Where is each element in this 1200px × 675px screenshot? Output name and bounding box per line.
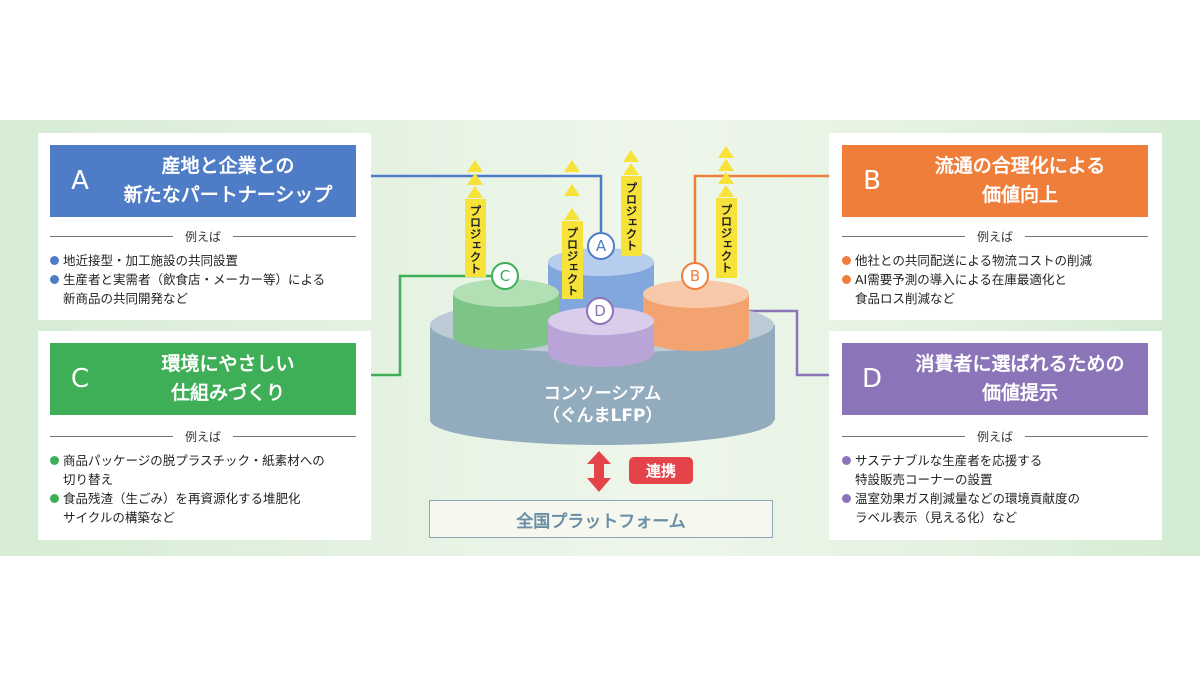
list-item-continuation: 特設販売コーナーの設置 <box>855 472 993 487</box>
card-c-letter: C <box>70 364 90 394</box>
card-a-letter: A <box>71 166 89 196</box>
card-c-title-line2: 仕組みづくり <box>170 382 285 404</box>
list-item: 地近接型・加工施設の共同設置 <box>50 251 360 270</box>
node-circle-c <box>491 262 519 290</box>
list-item-continuation: 切り替え <box>63 472 114 487</box>
node-circle-a <box>587 232 615 260</box>
card-d-example-label: 例えば <box>977 430 1014 444</box>
card-a-example-label: 例えば <box>185 230 222 244</box>
card-a-example-heading: 例えば <box>50 228 357 245</box>
project-arrows <box>465 146 737 299</box>
divider <box>842 436 965 437</box>
national-platform-box: 全国プラットフォーム <box>429 500 773 538</box>
list-item: 商品パッケージの脱プラスチック・紙素材への <box>50 451 366 470</box>
card-b-letter: B <box>863 166 881 196</box>
divider <box>50 436 173 437</box>
card-d-title-line1: 消費者に選ばれるための <box>915 353 1125 375</box>
consortium-subname: （ぐんまLFP） <box>542 406 663 426</box>
node-circle-b <box>681 262 709 290</box>
list-item-continuation: 新商品の共同開発など <box>63 291 189 306</box>
card-d-title: 消費者に選ばれるための 価値提示 <box>902 350 1148 408</box>
list-item-continuation: 食品ロス削減など <box>855 291 956 306</box>
cylinder-c <box>453 279 559 350</box>
list-item: 温室効果ガス削減量などの環境貢献度の <box>842 489 1152 508</box>
divider <box>233 436 357 437</box>
node-label-b: B <box>689 267 701 285</box>
project-label-c: プロジェクト <box>468 204 483 274</box>
card-c-example-label: 例えば <box>185 430 222 444</box>
card-b-example-label: 例えば <box>977 230 1014 244</box>
divider <box>233 236 357 237</box>
card-a-title: 産地と企業との 新たなパートナーシップ <box>110 152 356 210</box>
divider <box>50 236 173 237</box>
node-circle-d <box>586 297 614 325</box>
card-c-example-heading: 例えば <box>50 428 357 445</box>
card-d-header: D 消費者に選ばれるための 価値提示 <box>842 343 1148 415</box>
card-d-title-line2: 価値提示 <box>981 382 1058 404</box>
card-c-title-line1: 環境にやさしい <box>161 353 295 375</box>
list-item-continuation: サイクルの構築など <box>63 510 175 525</box>
node-label-a: A <box>595 237 607 255</box>
card-b-title-line1: 流通の合理化による <box>934 155 1106 177</box>
card-b-example-heading: 例えば <box>842 228 1149 245</box>
connector-b <box>693 174 843 262</box>
project-label-b: プロジェクト <box>719 203 734 273</box>
card-d-example-heading: 例えば <box>842 428 1149 445</box>
consortium-label: コンソーシアム （ぐんまLFP） <box>430 383 775 427</box>
card-a-items: 地近接型・加工施設の共同設置 生産者と実需者（飲食店・メーカー等）による 新商品… <box>50 251 360 308</box>
card-b-title-line2: 価値向上 <box>981 184 1058 206</box>
project-label-a: プロジェクト <box>624 181 639 251</box>
project-label-d: プロジェクト <box>565 226 580 296</box>
card-c-header: C 環境にやさしい 仕組みづくり <box>50 343 356 415</box>
list-item: 生産者と実需者（飲食店・メーカー等）による <box>50 270 360 289</box>
cylinder-b <box>643 280 749 351</box>
node-label-d: D <box>594 302 606 320</box>
connector-c <box>358 274 491 377</box>
list-item: 食品残渣（生ごみ）を再資源化する堆肥化 <box>50 489 366 508</box>
card-b-header: B 流通の合理化による 価値向上 <box>842 145 1148 217</box>
card-c-title: 環境にやさしい 仕組みづくり <box>110 350 356 408</box>
card-b-title: 流通の合理化による 価値向上 <box>902 152 1148 210</box>
connector-a <box>357 174 603 232</box>
list-item-continuation: ラベル表示（見える化）など <box>855 510 1018 525</box>
list-item: AI需要予測の導入による在庫最適化と <box>842 270 1152 289</box>
card-a-title-line2: 新たなパートナーシップ <box>123 184 333 206</box>
card-d-letter: D <box>861 364 883 394</box>
card-c-items: 商品パッケージの脱プラスチック・紙素材への 切り替え 食品残渣（生ごみ）を再資源… <box>50 451 366 527</box>
list-item: サステナブルな生産者を応援する <box>842 451 1152 470</box>
divider <box>1025 236 1149 237</box>
card-d-items: サステナブルな生産者を応援する 特設販売コーナーの設置 温室効果ガス削減量などの… <box>842 451 1152 527</box>
card-a-title-line1: 産地と企業との <box>161 155 295 177</box>
consortium-name: コンソーシアム <box>543 384 662 404</box>
renkei-badge: 連携 <box>629 457 693 484</box>
card-b-items: 他社との共同配送による物流コストの削減 AI需要予測の導入による在庫最適化と 食… <box>842 251 1152 308</box>
list-item: 他社との共同配送による物流コストの削減 <box>842 251 1152 270</box>
node-label-c: C <box>499 267 511 285</box>
divider <box>1025 436 1149 437</box>
divider <box>842 236 965 237</box>
link-double-arrow <box>587 451 611 492</box>
card-a-header: A 産地と企業との 新たなパートナーシップ <box>50 145 356 217</box>
